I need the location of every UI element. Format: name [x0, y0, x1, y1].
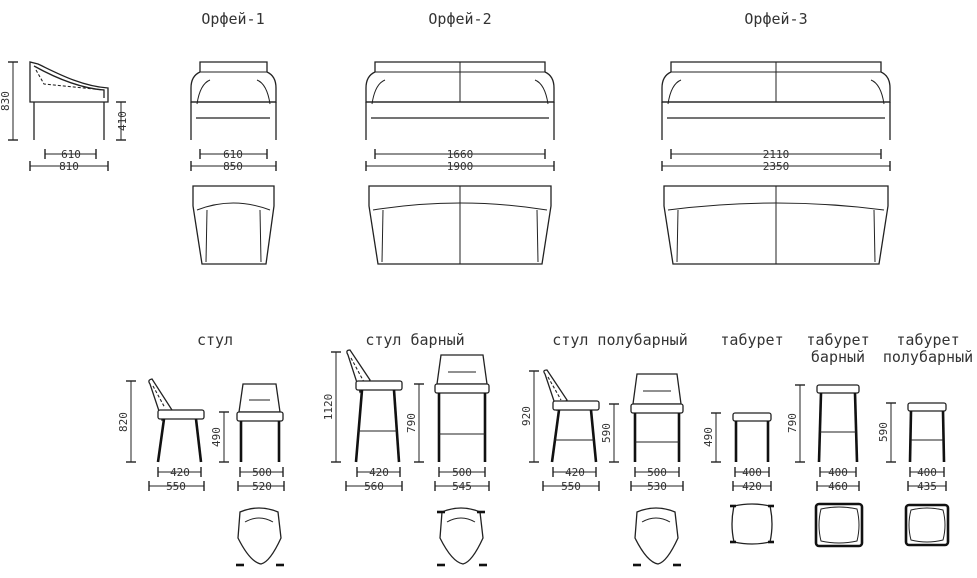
- dim-orfey-1-inner: 610: [223, 148, 243, 161]
- title-orfey-2: Орфей-2: [428, 10, 491, 28]
- bar-chair-top-view: [437, 507, 487, 567]
- dim-halfbar-stool-outer: 435: [917, 480, 937, 493]
- orfey-1-front-view: [190, 61, 277, 140]
- title-orfey-1: Орфей-1: [201, 10, 264, 28]
- dim-halfbar-stool-inner: 400: [917, 466, 937, 479]
- bar-chair-front-view: [434, 354, 490, 462]
- dim-bar-stool-inner: 400: [828, 466, 848, 479]
- chair-top-view: [236, 507, 284, 567]
- dim-chair-side-outer: 550: [166, 480, 186, 493]
- dim-sofa-seat-height: 410: [116, 111, 129, 131]
- dim-orfey-3-outer: 2350: [763, 160, 790, 173]
- dim-halfbar-chair-front-outer: 530: [647, 480, 667, 493]
- dim-stool-inner: 400: [742, 466, 762, 479]
- dim-stool-height: 490: [702, 427, 715, 447]
- halfbar-chair-dimensions: 920 590 420 550 500 530: [520, 370, 684, 493]
- chair-side-view: [148, 378, 205, 463]
- title-stool: табурет: [720, 331, 783, 349]
- bar-chair-side-view: [346, 349, 403, 463]
- bar-chair-dimensions: 1120 790 420 560 500 545: [322, 351, 490, 493]
- dim-sofa-depth: 810: [59, 160, 79, 173]
- dim-orfey-2-inner: 1660: [447, 148, 474, 161]
- orfey-2-front-view: [365, 61, 555, 140]
- dim-bar-stool-height: 790: [786, 413, 799, 433]
- orfey-3-top-view: [663, 185, 889, 265]
- dim-bar-chair-height: 1120: [322, 394, 335, 421]
- orfey-2-dimensions: 1660 1900: [365, 148, 555, 173]
- dim-orfey-1-outer: 850: [223, 160, 243, 173]
- dim-chair-seat-height: 490: [210, 427, 223, 447]
- dim-bar-chair-front-outer: 545: [452, 480, 472, 493]
- chair-front-view: [236, 383, 284, 462]
- stool-top-view: [730, 503, 774, 545]
- dim-sofa-height: 830: [0, 91, 12, 111]
- orfey-1-top-view: [192, 185, 275, 265]
- title-chair: стул: [197, 331, 233, 349]
- dim-sofa-inner-depth: 610: [61, 148, 81, 161]
- chair-dimensions: 820 490 420 550 500 520: [117, 380, 285, 493]
- halfbar-stool-dimensions: 590 400 435: [877, 402, 947, 493]
- bar-stool-dimensions: 790 400 460: [786, 384, 860, 493]
- halfbar-chair-front-view: [630, 373, 684, 462]
- dim-stool-outer: 420: [742, 480, 762, 493]
- dim-chair-front-inner: 500: [252, 466, 272, 479]
- halfbar-chair-side-view: [543, 369, 600, 463]
- title-bar-stool-line2: барный: [811, 348, 865, 366]
- bar-stool-top-view: [814, 502, 864, 548]
- dim-orfey-3-inner: 2110: [763, 148, 790, 161]
- dim-halfbar-chair-seat-height: 590: [600, 423, 613, 443]
- dim-chair-height: 820: [117, 412, 130, 432]
- dim-halfbar-chair-height: 920: [520, 406, 533, 426]
- orfey-2-top-view: [368, 185, 552, 265]
- halfbar-chair-top-view: [633, 507, 681, 567]
- stool-dimensions: 490 400 420: [702, 412, 772, 493]
- halfbar-stool-front-view: [907, 402, 947, 463]
- dim-orfey-2-outer: 1900: [447, 160, 474, 173]
- stool-front-view: [732, 412, 772, 462]
- dim-bar-stool-outer: 460: [828, 480, 848, 493]
- orfey-1-dimensions: 610 850: [190, 148, 277, 173]
- title-bar-stool-line1: табурет: [806, 331, 869, 349]
- title-bar-chair: стул барный: [365, 331, 464, 349]
- dim-chair-side-inner: 420: [170, 466, 190, 479]
- dim-halfbar-chair-side-outer: 550: [561, 480, 581, 493]
- dim-halfbar-stool-height: 590: [877, 422, 890, 442]
- dim-bar-chair-front-inner: 500: [452, 466, 472, 479]
- dim-bar-chair-seat-height: 790: [405, 413, 418, 433]
- dim-chair-front-outer: 520: [252, 480, 272, 493]
- bar-stool-front-view: [816, 384, 860, 463]
- title-orfey-3: Орфей-3: [744, 10, 807, 28]
- title-halfbar-chair: стул полубарный: [552, 331, 687, 349]
- sofa-side-view: [29, 61, 109, 140]
- title-halfbar-stool-line2: полубарный: [883, 348, 973, 366]
- dim-bar-chair-side-inner: 420: [369, 466, 389, 479]
- title-halfbar-stool-line1: табурет: [896, 331, 959, 349]
- sofa-side-dimensions: 830 410 610 810: [0, 61, 129, 173]
- dim-bar-chair-side-outer: 560: [364, 480, 384, 493]
- halfbar-stool-top-view: [904, 503, 950, 547]
- orfey-3-dimensions: 2110 2350: [661, 148, 891, 173]
- orfey-3-front-view: [661, 61, 891, 140]
- dim-halfbar-chair-side-inner: 420: [565, 466, 585, 479]
- dim-halfbar-chair-front-inner: 500: [647, 466, 667, 479]
